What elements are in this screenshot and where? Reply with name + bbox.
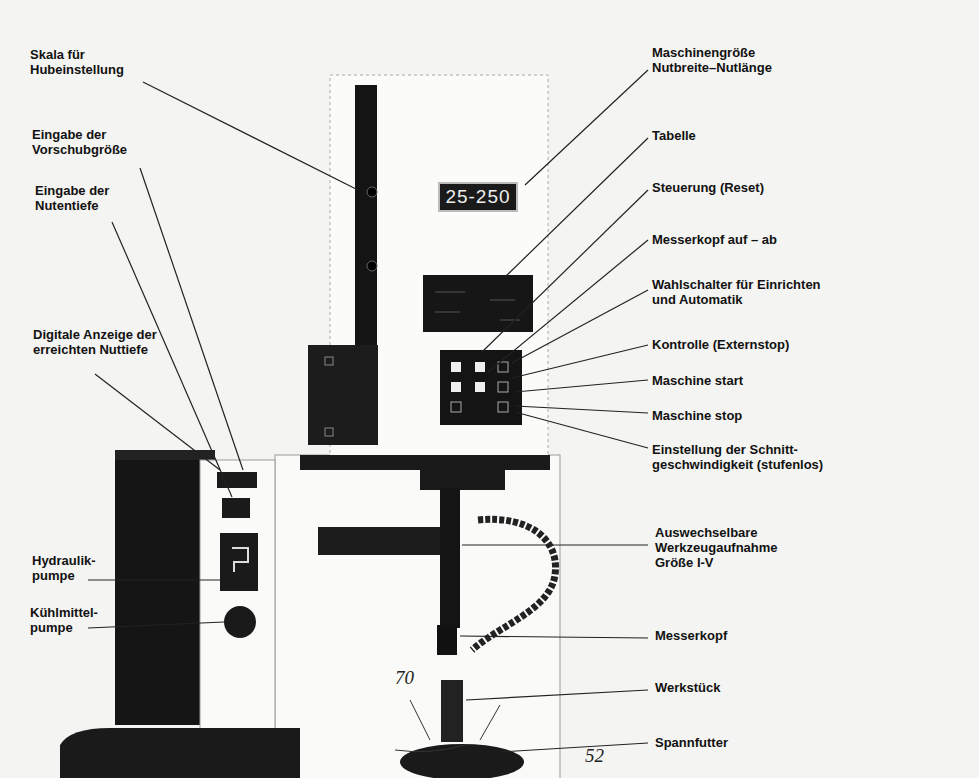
column-box — [308, 345, 378, 445]
scale-knob — [367, 187, 377, 197]
coolant-hose — [472, 519, 556, 650]
column-mark — [325, 357, 333, 365]
callout-label: Spannfutter — [655, 735, 805, 750]
machine-base — [275, 455, 560, 778]
callout-label: Messerkopf — [655, 628, 805, 643]
callout-label: Eingabe der Nutentiefe — [35, 183, 130, 213]
callout-label: Kühlmittel-pumpe — [30, 605, 110, 635]
holder-plate — [318, 527, 450, 555]
callout-label: Digitale Anzeige der erreichten Nuttiefe — [33, 327, 158, 357]
workpiece — [441, 680, 463, 742]
panel-switches — [451, 362, 508, 412]
scale-knob — [367, 261, 377, 271]
cutter-head — [437, 625, 457, 655]
base-motor — [60, 728, 300, 778]
tool-holder — [440, 488, 460, 628]
callout-label: Hydraulik-pumpe — [32, 553, 112, 583]
handwritten-number: 70 — [395, 670, 435, 685]
callout-label: Skala für Hubeinstellung — [30, 47, 140, 77]
depth-input — [222, 498, 250, 518]
chuck — [400, 744, 524, 778]
feed-input — [217, 472, 257, 488]
cabinet-side — [115, 460, 200, 725]
table-panel — [423, 275, 533, 332]
callout-label: Steuerung (Reset) — [652, 180, 852, 195]
hand-scribble — [395, 700, 500, 752]
callout-label: Einstellung der Schnitt-geschwindigkeit … — [652, 442, 837, 472]
size-plate: 25-250 — [438, 182, 518, 212]
callout-label: Maschine stop — [652, 408, 852, 423]
callout-label: Kontrolle (Externstop) — [652, 337, 852, 352]
ram — [300, 455, 550, 490]
coolant-switch — [224, 606, 256, 638]
cabinet-front — [200, 460, 275, 730]
callout-label: Werkstück — [655, 680, 805, 695]
plate-text: 25-250 — [445, 186, 510, 208]
hydraulic-switch — [220, 533, 258, 591]
handwritten-number: 52 — [585, 748, 625, 763]
column-mark — [325, 428, 333, 436]
callout-label: Auswechselbare Werkzeugaufnahme Größe I-… — [655, 525, 790, 570]
callout-label: Eingabe der Vorschubgröße — [32, 127, 142, 157]
callout-label: Maschine start — [652, 373, 852, 388]
panel-buttons — [451, 362, 485, 392]
callout-label: Wahlschalter für Einrichten und Automati… — [652, 277, 847, 307]
callout-label: Tabelle — [652, 128, 802, 143]
control-panel — [440, 350, 522, 425]
leader-lines — [88, 70, 648, 752]
callout-label: Messerkopf auf – ab — [652, 232, 852, 247]
switch-mark — [232, 548, 248, 572]
table-lines — [435, 292, 520, 320]
callout-label: Maschinengröße Nutbreite–Nutlänge — [652, 45, 802, 75]
